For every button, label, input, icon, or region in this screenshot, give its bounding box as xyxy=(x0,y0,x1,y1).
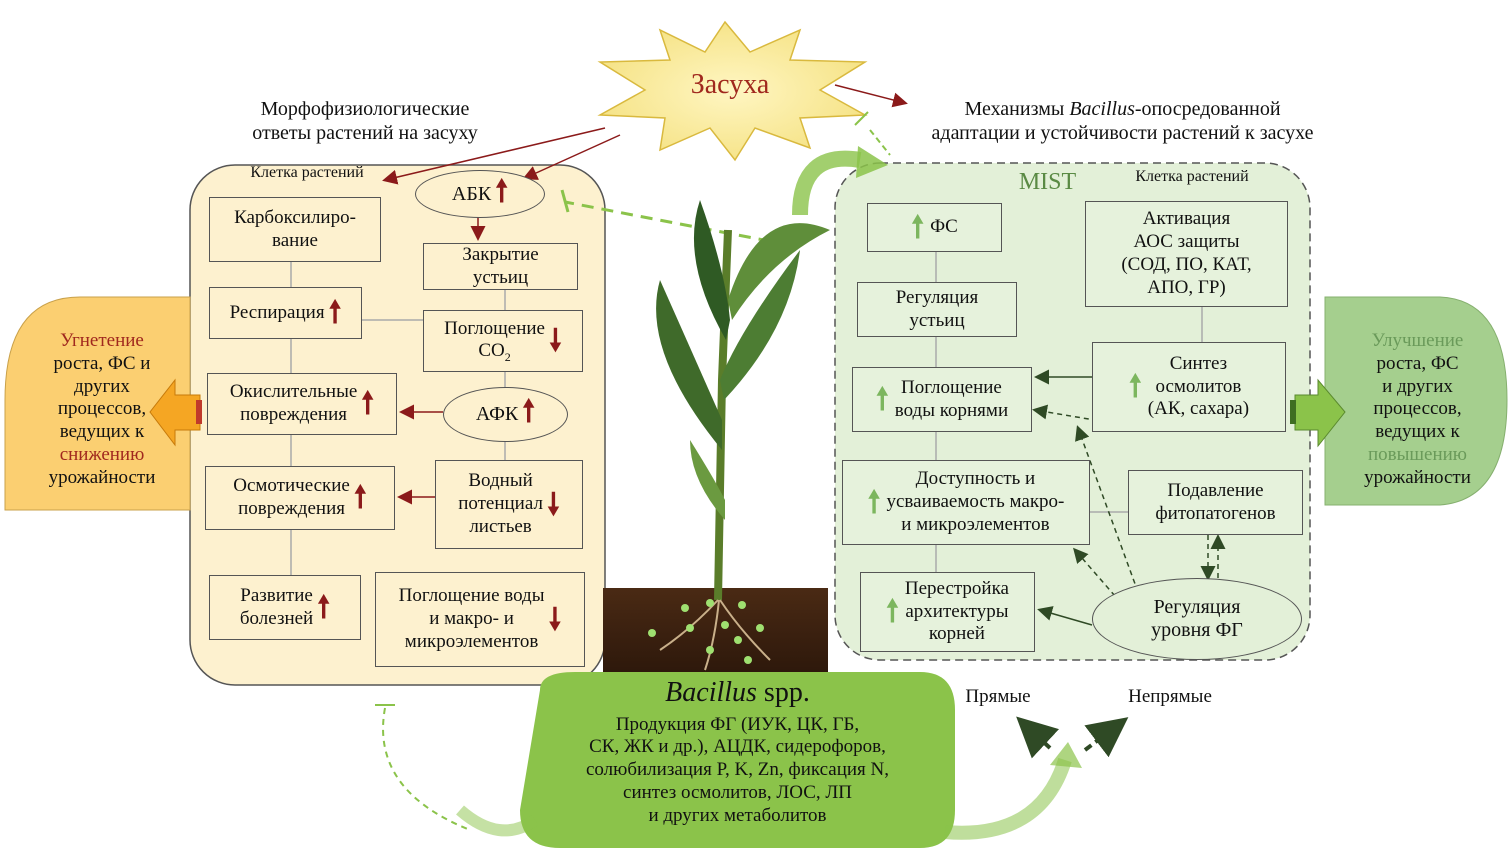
abk-oval: АБК🠕 xyxy=(415,170,545,218)
direct-label: Прямые xyxy=(965,686,1031,707)
left-cell-label: Клетка растений xyxy=(250,164,364,181)
green-arrow xyxy=(1294,378,1346,448)
up-arrow-icon: 🠕 xyxy=(328,296,342,329)
right-heading: Механизмы Bacillus-опосредованной адапта… xyxy=(931,98,1314,144)
respiration-box: Респирация🠕 xyxy=(209,287,362,339)
down-arrow-icon: 🠗 xyxy=(549,324,562,357)
down-arrow-icon: 🠗 xyxy=(548,602,562,636)
up-arrow-icon: 🠕 xyxy=(361,387,375,420)
up-arrow-icon: 🠕 xyxy=(911,210,925,244)
up-arrow-icon: 🠕 xyxy=(875,382,889,416)
up-arrow-icon: 🠕 xyxy=(317,590,331,624)
fs-box: 🠕ФС xyxy=(867,203,1002,252)
mist-label: MIST xyxy=(1018,169,1077,195)
up-arrow-icon: 🠕 xyxy=(867,485,881,519)
afk-oval: АФК🠕 xyxy=(443,387,568,442)
drought-label: Засуха xyxy=(690,69,770,100)
improvement-shape xyxy=(1324,296,1508,506)
orange-arrow xyxy=(149,378,201,447)
plant xyxy=(648,200,830,671)
inhibition-shape xyxy=(4,296,191,511)
up-arrow-icon: 🠕 xyxy=(353,481,367,514)
improvement-text: Улучшение роста, ФС и других процессов, … xyxy=(1364,330,1471,488)
bacillus-text: Bacillus spp. Продукция ФГ (ИУК, ЦК, ГБ,… xyxy=(525,676,950,828)
up-arrow-icon: 🠕 xyxy=(495,174,509,208)
right-cell-label: Клетка растений xyxy=(1135,168,1249,185)
left-heading: Морфофизиологические ответы растений на … xyxy=(252,98,478,144)
up-arrow-icon: 🠕 xyxy=(522,395,536,428)
carboxylation-box: Карбоксилиро-вание xyxy=(209,197,381,262)
down-arrow-icon: 🠗 xyxy=(546,487,560,521)
drought-sun xyxy=(597,20,868,162)
inhibition-text: Угнетение роста, ФС и других процессов, … xyxy=(48,330,156,488)
up-arrow-icon: 🠕 xyxy=(1128,370,1142,403)
bacillus-title: Bacillus spp. xyxy=(665,677,810,708)
bacillus-blob xyxy=(520,672,955,848)
co2-uptake-box: Поглощение CO2 🠗 xyxy=(423,310,583,372)
up-arrow-icon: 🠕 xyxy=(886,595,899,628)
indirect-label: Непрямые xyxy=(1128,686,1212,707)
